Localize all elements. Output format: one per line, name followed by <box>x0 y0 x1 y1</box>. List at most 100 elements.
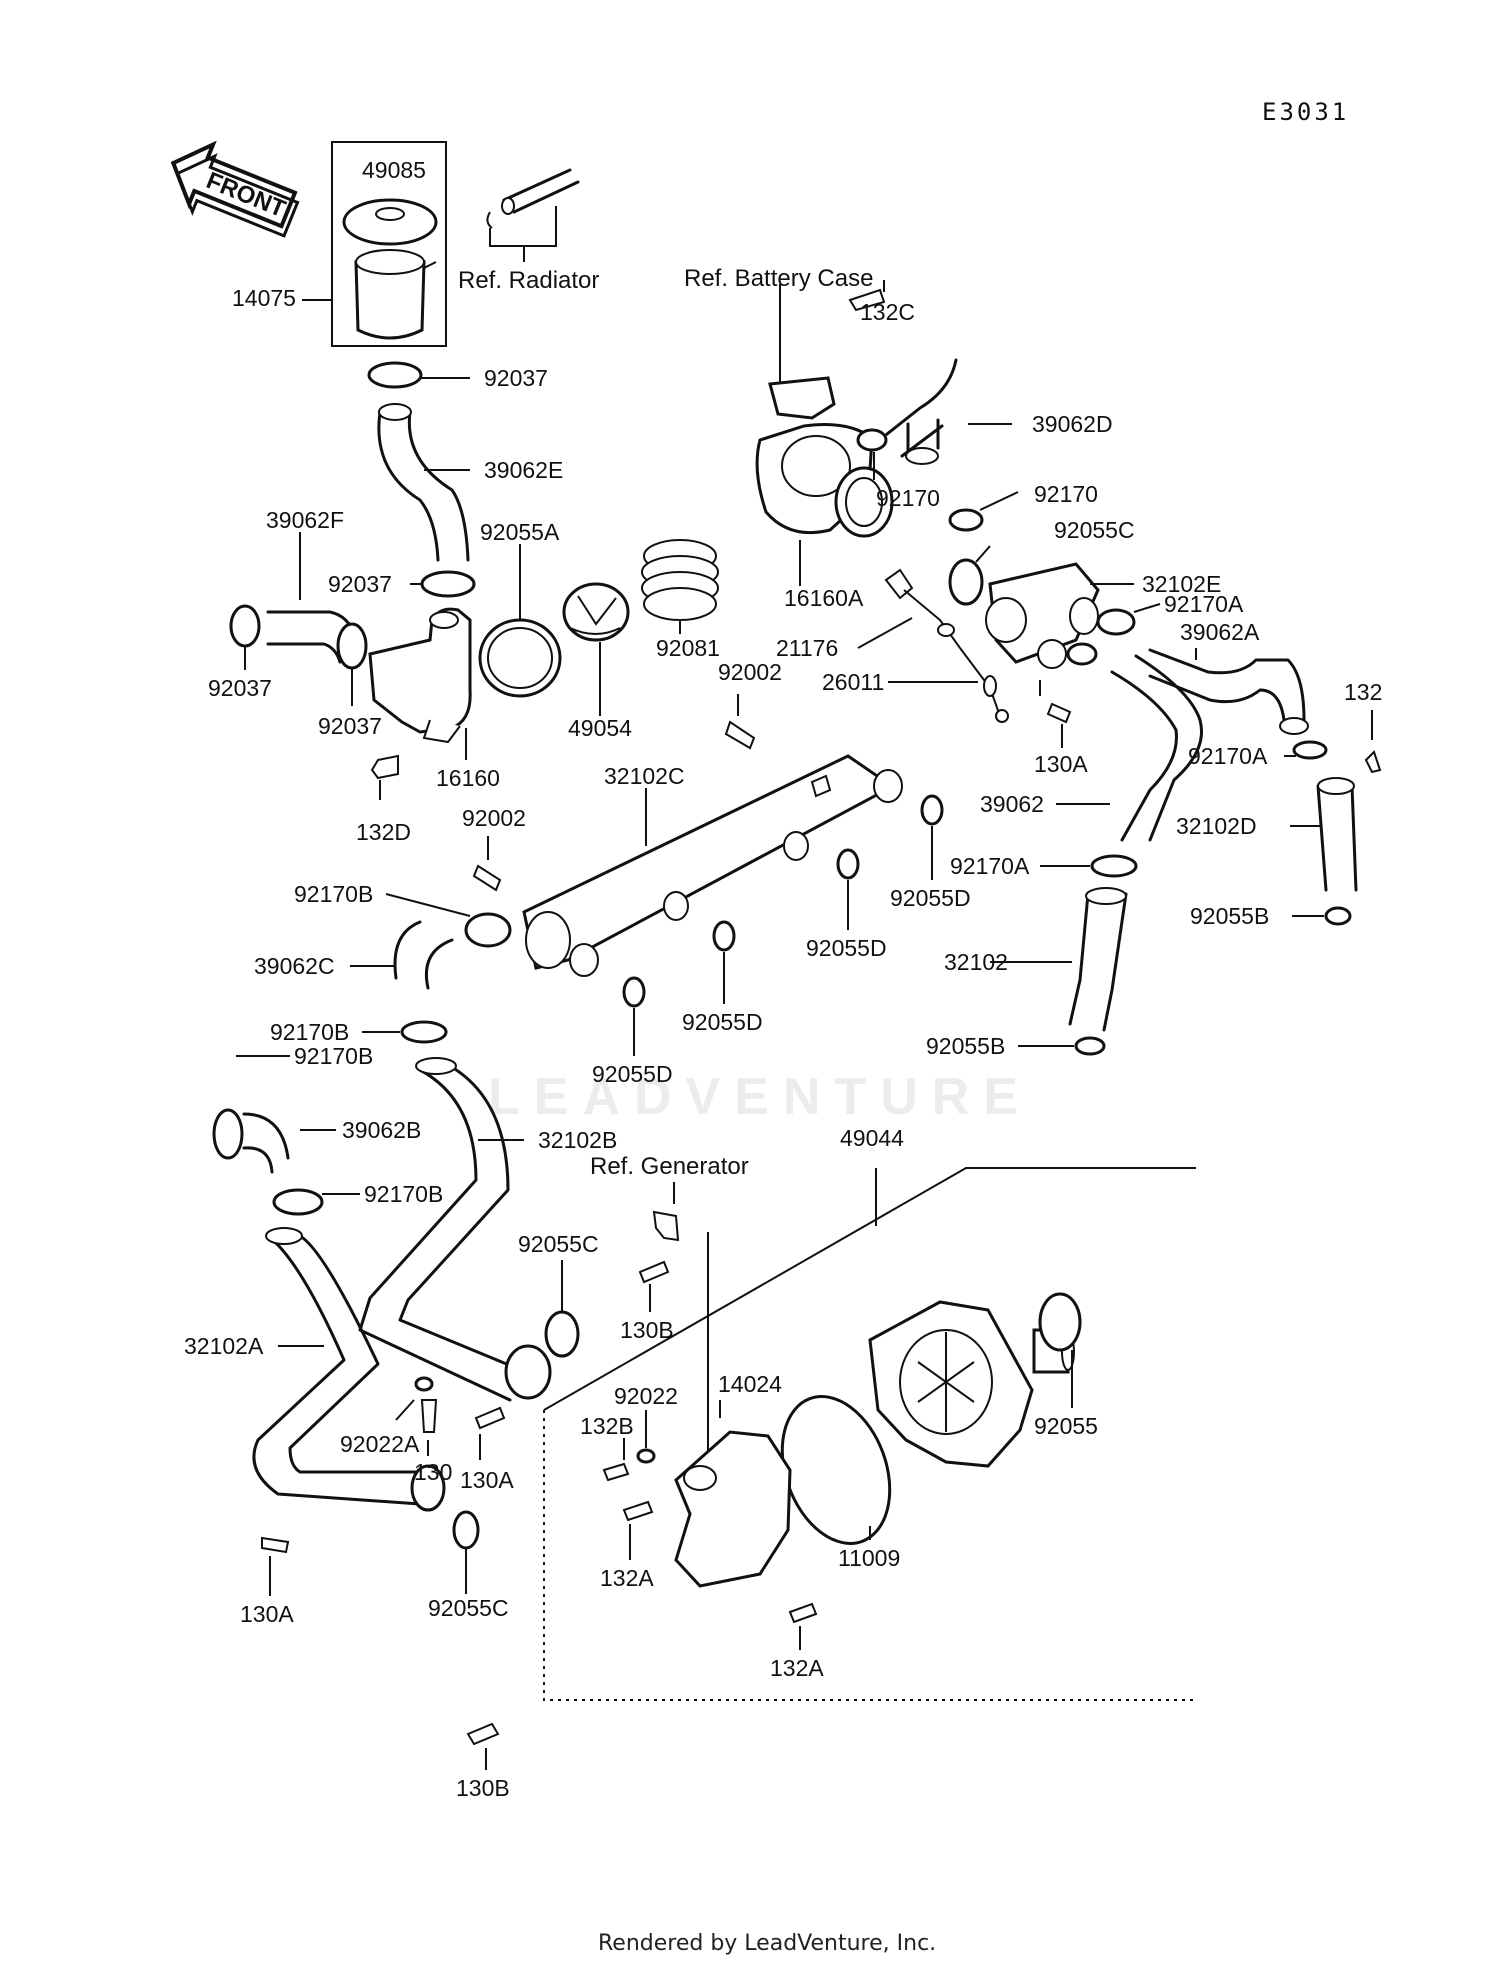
clamp-92170B-c <box>212 1108 244 1160</box>
part-label-92055A: 92055A <box>480 519 560 545</box>
part-label-49044: 49044 <box>840 1125 904 1151</box>
part-label-92055D-c: 92055D <box>682 1009 763 1035</box>
hose-clamp-92037-mid <box>420 570 476 598</box>
footer-credit: Rendered by LeadVenture, Inc. <box>598 1931 936 1956</box>
part-label-92022: 92022 <box>614 1383 678 1409</box>
part-label-14075: 14075 <box>232 285 296 311</box>
housing-16160 <box>368 607 472 744</box>
part-label-14024: 14024 <box>718 1371 782 1397</box>
part-label-39062C: 39062C <box>254 953 335 979</box>
part-label-92170A-top: 92170A <box>1164 591 1244 617</box>
part-label-92170B-b: 92170B <box>270 1019 349 1045</box>
oring-92055C-top <box>948 558 984 606</box>
oring-92055D-c <box>712 920 736 952</box>
part-label-39062A: 39062A <box>1180 619 1260 645</box>
part-label-39062E: 39062E <box>484 457 563 483</box>
part-label-92002-mid: 92002 <box>462 805 526 831</box>
bolt-132A-b-shape <box>788 1602 818 1624</box>
part-label-11009: 11009 <box>838 1545 900 1571</box>
part-label-132B: 132B <box>580 1413 634 1439</box>
hose-39062A <box>1148 648 1306 722</box>
part-label-132D: 132D <box>356 819 411 845</box>
part-label-32102C: 32102C <box>604 763 685 789</box>
oring-92055B-b <box>1324 906 1352 926</box>
thermostat-49054 <box>562 582 630 642</box>
diagram-code: E3031 <box>1262 98 1349 126</box>
elbow-39062C <box>393 920 454 990</box>
pipe-32102D <box>1316 784 1358 892</box>
bolt-92002-mid-shape <box>472 864 502 892</box>
part-label-92037-low: 92037 <box>318 713 382 739</box>
part-label-92081: 92081 <box>656 635 720 661</box>
bolt-130A-mid-shape <box>474 1406 506 1430</box>
part-label-92055B-b: 92055B <box>926 1033 1005 1059</box>
part-label-39062: 39062 <box>980 791 1044 817</box>
part-label-49054: 49054 <box>568 715 632 741</box>
radiator-cap-shape <box>342 198 438 246</box>
bolt-132D-shape <box>370 754 399 780</box>
bolt-132-shape <box>1364 750 1382 774</box>
part-label-92002-top: 92002 <box>718 659 782 685</box>
watermark: LEADVENTURE <box>488 1068 1032 1126</box>
pipe-32102A <box>252 1234 422 1506</box>
generator-bracket-shape <box>652 1210 680 1242</box>
elbow-39062B <box>242 1112 290 1174</box>
bolt-132C-shape <box>848 288 886 312</box>
part-label-39062F: 39062F <box>266 507 344 533</box>
hose-39062 <box>1110 654 1203 842</box>
clamp-92170A-low <box>1090 854 1138 878</box>
part-label-132: 132 <box>1344 679 1382 705</box>
bolt-130B-b-shape <box>466 1722 500 1746</box>
bolt-130-shape <box>420 1399 438 1433</box>
hose-clamp-92037-top <box>367 361 423 389</box>
oring-92055D-d <box>622 976 646 1008</box>
clamp-92170-a <box>856 428 888 452</box>
part-label-92022A: 92022A <box>340 1431 420 1457</box>
hose-clamp-92037-low <box>336 622 368 670</box>
washer-92022 <box>636 1448 656 1464</box>
part-label-92055D-b: 92055D <box>806 935 887 961</box>
bolt-130B-a-shape <box>638 1260 670 1284</box>
spring-92081 <box>641 539 719 621</box>
radiator-ref-tube <box>486 168 580 262</box>
front-arrow-icon: FRONT <box>170 140 300 238</box>
part-label-32102A: 32102A <box>184 1333 264 1359</box>
part-label-26011: 26011 <box>822 669 884 695</box>
part-label-92037-mid: 92037 <box>328 571 392 597</box>
part-label-92170-a: 92170 <box>876 485 940 511</box>
bolt-132A-a-shape <box>622 1500 654 1522</box>
part-label-130A-top: 130A <box>1034 751 1088 777</box>
part-label-92055C-top: 92055C <box>1054 517 1135 543</box>
clamp-92170-b <box>948 508 984 532</box>
pipe-32102B <box>358 1064 528 1402</box>
oring-92055D-a <box>920 794 944 826</box>
washer-92022A <box>414 1376 434 1392</box>
part-label-92170A-low: 92170A <box>950 853 1030 879</box>
part-label-130A-low: 130A <box>240 1601 294 1627</box>
oring-92055 <box>1038 1292 1082 1352</box>
part-label-92170B-d: 92170B <box>364 1181 443 1207</box>
part-label-92170-b: 92170 <box>1034 481 1098 507</box>
part-label-21176: 21176 <box>776 635 838 661</box>
part-label-92055D-d: 92055D <box>592 1061 673 1087</box>
bolt-92002-top-shape <box>724 720 756 750</box>
clamp-92170B-a <box>464 912 512 948</box>
pump-cover-14024 <box>674 1430 792 1588</box>
part-label-32102B: 32102B <box>538 1127 617 1153</box>
part-label-132A-a: 132A <box>600 1565 654 1591</box>
bolt-130A-low-shape <box>261 1536 290 1554</box>
pipe-32102 <box>1068 892 1128 1032</box>
pipe-32102C <box>522 754 903 977</box>
oring-92055C-low <box>452 1510 480 1550</box>
part-label-92037-left: 92037 <box>208 675 272 701</box>
part-label-130B-b: 130B <box>456 1775 510 1801</box>
part-label-132C: 132C <box>860 299 915 325</box>
part-label-92055: 92055 <box>1034 1413 1098 1439</box>
part-label-32102D: 32102D <box>1176 813 1257 839</box>
bolt-130A-top-shape <box>1046 702 1072 724</box>
part-label-130: 130 <box>414 1459 452 1485</box>
filler-neck-group <box>331 141 447 347</box>
part-label-92170B-a: 92170B <box>294 881 373 907</box>
part-label-16160A: 16160A <box>784 585 864 611</box>
